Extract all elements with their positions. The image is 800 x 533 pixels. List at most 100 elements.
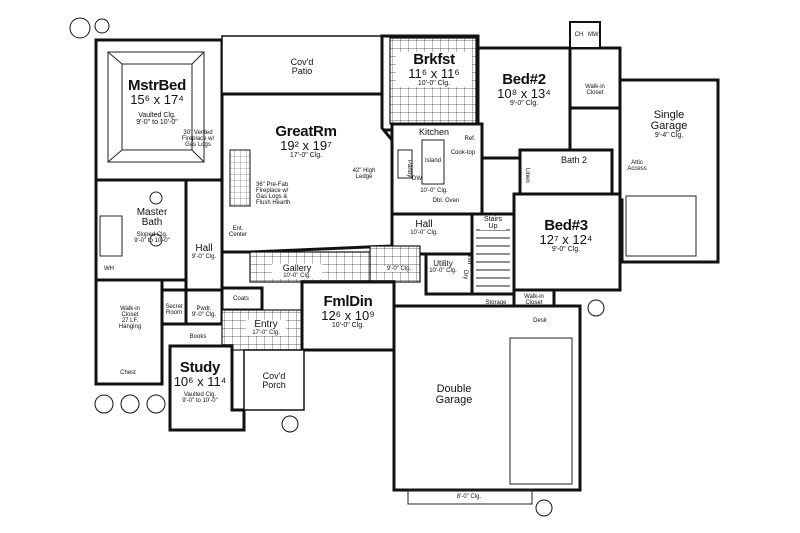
secret-room-label: Secret Room (162, 304, 186, 316)
fml-din-note: 10'-0" Clg. (331, 322, 365, 329)
pantry-label: Pantry (406, 160, 412, 178)
mstr-bed-dim: 15⁶ x 17⁴ (130, 92, 184, 107)
single-garage-name: Single (653, 109, 685, 121)
brkfst-name: Brkfst (413, 51, 455, 68)
island-label: Island (424, 158, 441, 164)
shrub-6 (587, 299, 605, 317)
great-rm-label: GreatRm 19² x 19⁷ 17'-0" Clg. (258, 124, 354, 159)
mstr-bed-name: MstrBed (128, 77, 186, 94)
mstr-fp3: Gas Logs (185, 142, 211, 148)
study-note2: 9'-0" to 10'-0" (182, 398, 218, 404)
grm-fp2: Fireplace w/ (256, 188, 289, 194)
study-dim: 10⁶ x 11⁴ (173, 374, 227, 389)
entry-floor (221, 309, 303, 351)
utility-name: Utility (433, 259, 453, 268)
dw-label: DW (412, 176, 422, 182)
sink-1 (149, 191, 163, 205)
hall-left-note: 9'-0" Clg. (191, 254, 217, 260)
great-rm-dim: 19² x 19⁷ (280, 138, 332, 153)
ledge-label: 42" High Ledge (344, 168, 384, 180)
study-note1: Vaulted Clg. (183, 392, 217, 398)
mstr-fp1: 30" Vented (183, 130, 213, 136)
double-garage-walls (392, 304, 582, 492)
wr-a: Walk-in (524, 294, 544, 300)
double-garage-name: Double (436, 383, 472, 395)
wh-label: WH (104, 266, 114, 272)
utility-label: Utility 10'-0" Clg. (426, 259, 460, 275)
storage-label: Storage (485, 300, 507, 306)
single-garage-label: Single Garage 9'-4" Clg. (634, 109, 704, 140)
utility-walls (424, 252, 474, 296)
entry-name: Entry (254, 319, 278, 330)
bed3-dim: 12⁷ x 12⁴ (539, 232, 593, 247)
stairs-b: Up (488, 223, 498, 230)
double-garage-door (509, 337, 573, 485)
covd-patio-name: Cov'd (290, 57, 314, 67)
wl-d: Hanging (118, 324, 142, 330)
walkin-left-label: Walk-in Closet 27 LF. Hanging (110, 306, 150, 330)
mstr-bed-note1: Vaulted Clg. (138, 112, 176, 119)
gallery-clg-label: 9'-0" Clg. (382, 266, 416, 272)
hall-left-name: Hall (195, 243, 213, 254)
study-name: Study (179, 359, 221, 376)
brkfst-dim: 11⁶ x 11⁶ (408, 66, 460, 81)
bed3-note: 9'-0" Clg. (551, 246, 581, 253)
dryer-label: Dry (462, 270, 468, 280)
shrub-5 (281, 415, 299, 433)
kitchen-note: 10'-0" Clg. (420, 188, 448, 194)
covd-patio-label: Cov'd Patio (280, 58, 324, 76)
master-bath-name2: Bath (141, 217, 163, 228)
ent-a: Ent. (232, 226, 244, 232)
garage-door-clg-label: 8'-0" Clg. (456, 494, 482, 500)
hall-mid-name: Hall (415, 219, 433, 230)
kitchen-island (421, 139, 445, 185)
double-garage-name2: Garage (435, 394, 473, 406)
fml-din-walls (300, 280, 396, 352)
hall-mid-walls (390, 212, 474, 256)
ledge1: 42" High (352, 168, 376, 174)
mb-note1: Sloped Clg. (136, 232, 168, 238)
mstr-bed-fireplace: 30" Vented Fireplace w/ Gas Logs (176, 130, 220, 148)
walkin-top-a: Walk-in (585, 84, 605, 90)
hall-left-walls (184, 178, 224, 292)
bath2-name: Bath 2 (560, 155, 588, 165)
great-rm-name: GreatRm (275, 123, 337, 140)
wr-b: Closet (525, 300, 543, 306)
sink-2 (149, 233, 163, 247)
single-garage-door (625, 195, 697, 257)
hall-mid-note: 10'-0" Clg. (410, 230, 438, 236)
bed3-label: Bed#3 12⁷ x 12⁴ 9'-0" Clg. (528, 218, 604, 253)
covd-porch-label: Cov'd Porch (252, 372, 296, 390)
mstr-bed-ceiling: Vaulted Clg. 9'-0" to 10'-0" (122, 112, 192, 126)
dbl-oven-label: Dbl. Oven (432, 198, 460, 204)
bed2-label: Bed#2 10⁸ x 13⁴ 9'-0" Clg. (486, 72, 562, 107)
mstr-bed-label: MstrBed 15⁶ x 17⁴ (118, 78, 196, 106)
secret-room-walls (160, 288, 188, 326)
fireplace-hearth (229, 149, 251, 207)
attic-access-label: Attic Access (622, 160, 652, 172)
walkin-right-label: Walk-in Closet (516, 294, 552, 306)
study-label: Study 10⁶ x 11⁴ (172, 360, 228, 388)
brkfst-note: 10'-0" Clg. (417, 80, 451, 87)
great-rm-note: 17'-0" Clg. (289, 152, 323, 159)
double-garage-label: Double Garage (412, 384, 496, 406)
fml-din-name: FmlDin (323, 293, 373, 310)
gallery-note: 10'-0" Clg. (283, 273, 311, 279)
grm-fp1: 36" Pre-Fab (256, 182, 289, 188)
gallery-floor-2 (369, 245, 421, 283)
walkin-left-walls (94, 278, 164, 386)
shrub-1 (69, 17, 91, 39)
hall-mid-label: Hall 10'-0" Clg. (404, 219, 444, 237)
mstr-fp2: Fireplace w/ (181, 136, 215, 142)
attic2: Access (627, 166, 647, 172)
grm-fp4: Flush Hearth (256, 200, 291, 206)
utility-note: 10'-0" Clg. (429, 268, 457, 274)
stairs-label: Stairs Up (480, 216, 506, 230)
grm-fp3: Gas Logs & (256, 194, 288, 200)
great-rm-fireplace: 36" Pre-Fab Fireplace w/ Gas Logs & Flus… (256, 182, 304, 206)
vault-lines (107, 51, 205, 163)
washer-label: Wsh (466, 252, 472, 264)
study-ceiling: Vaulted Clg. 9'-0" to 10'-0" (172, 392, 228, 404)
bed2-name: Bed#2 (502, 71, 546, 88)
shrub-8 (94, 18, 110, 34)
